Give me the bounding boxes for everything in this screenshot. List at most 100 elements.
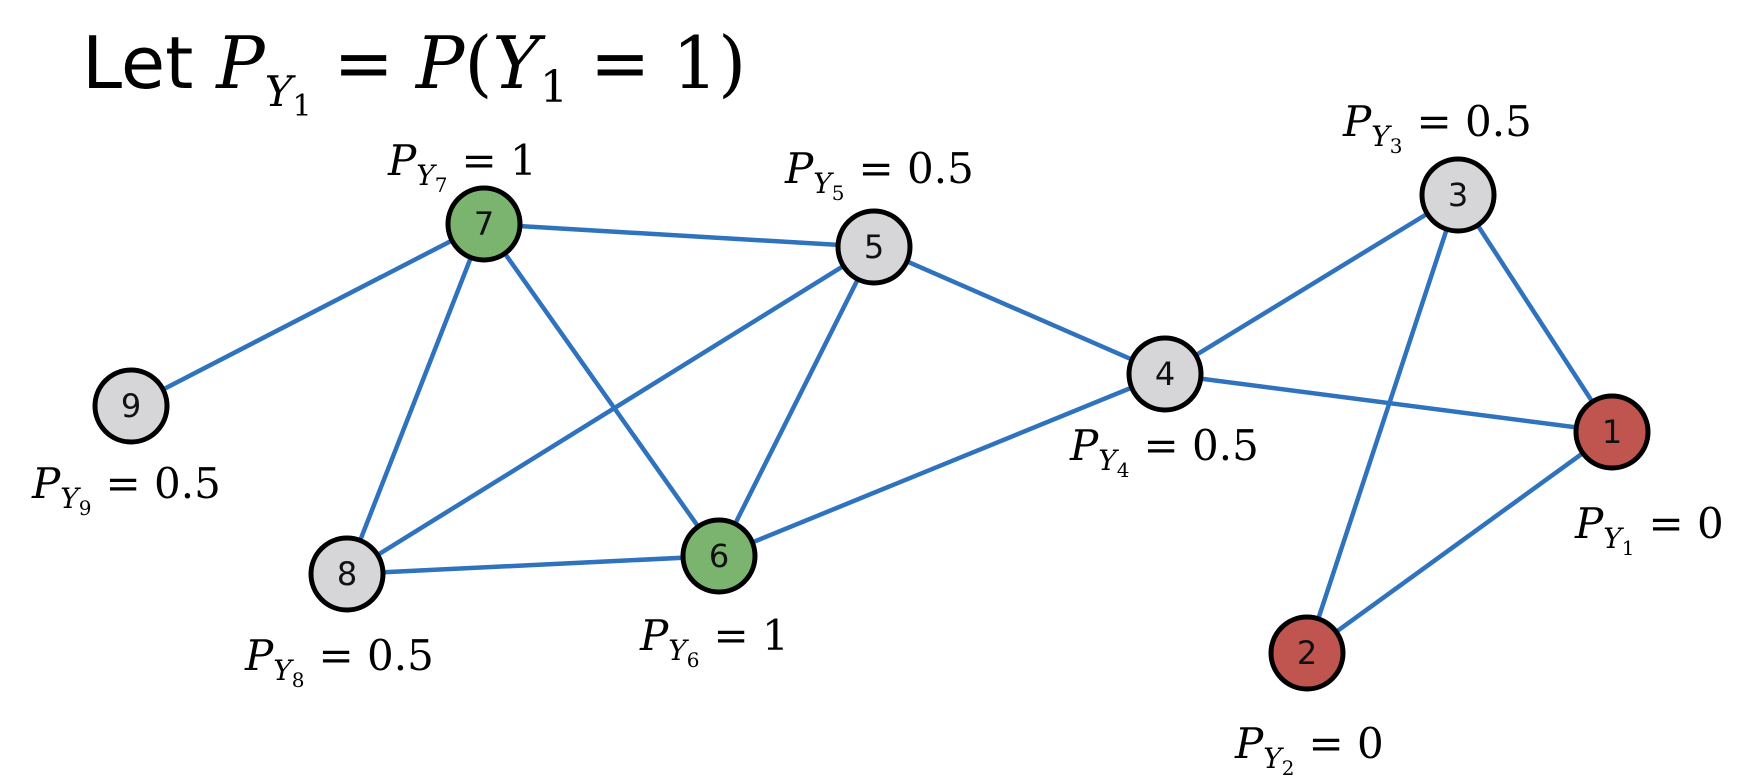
edge-7-8 xyxy=(344,221,487,577)
node-label-value-8: = 0.5 xyxy=(318,631,433,680)
node-number-9: 9 xyxy=(121,387,141,425)
node-circle-3 xyxy=(1419,156,1497,234)
title-lhs-sub: Y xyxy=(265,67,297,116)
node-circle-4 xyxy=(1126,335,1204,413)
title-rhs-open: ( xyxy=(464,21,492,105)
node-label-symbol-5: P xyxy=(784,144,814,193)
node-label-subsub-7: 7 xyxy=(435,173,448,197)
node-label-symbol-7: P xyxy=(387,136,417,185)
node-number-2: 2 xyxy=(1297,634,1317,672)
title-rhs-func: P xyxy=(414,21,466,105)
edge-4-3 xyxy=(1162,192,1461,377)
node-number-4: 4 xyxy=(1155,355,1175,393)
node-circle-7 xyxy=(445,185,523,263)
edge-7-6 xyxy=(481,221,722,559)
node-label-sub-8: Y xyxy=(273,654,294,687)
node-3: 3 xyxy=(1419,156,1497,234)
node-6: 6 xyxy=(680,517,758,595)
node-label-symbol-2: P xyxy=(1234,719,1264,768)
node-4: 4 xyxy=(1126,335,1204,413)
node-label-symbol-6: P xyxy=(639,611,669,660)
node-label-subsub-9: 9 xyxy=(79,496,92,520)
node-number-6: 6 xyxy=(709,537,729,575)
svg-text:Let PY1=P(Y1=1): Let PY1=P(Y1=1) xyxy=(82,21,746,124)
node-circle-5 xyxy=(835,208,913,286)
node-label-symbol-4: P xyxy=(1069,421,1099,470)
node-label-value-1: = 0 xyxy=(1648,499,1723,548)
edges xyxy=(128,192,1615,656)
node-label-8: PY8 = 0.5 xyxy=(244,631,434,692)
node-label-subsub-2: 2 xyxy=(1282,756,1295,780)
edge-8-6 xyxy=(344,553,722,577)
title-lhs-subsub: 1 xyxy=(292,89,311,124)
edge-3-1 xyxy=(1455,192,1615,435)
title-rhs-equals: = xyxy=(590,21,650,105)
title-rhs-var-sub: 1 xyxy=(540,62,568,113)
node-label-value-3: = 0.5 xyxy=(1416,97,1531,146)
node-label-subsub-1: 1 xyxy=(1622,536,1635,560)
edge-1-2 xyxy=(1304,429,1615,656)
edge-5-6 xyxy=(716,244,877,559)
node-label-sub-7: Y xyxy=(416,159,437,192)
node-label-2: PY2= 0 xyxy=(1234,719,1384,780)
node-label-symbol-1: P xyxy=(1574,499,1604,548)
node-circle-9 xyxy=(92,367,170,445)
edge-5-4 xyxy=(871,244,1168,377)
node-label-7: PY7 = 1 xyxy=(387,136,537,197)
node-label-symbol-8: P xyxy=(244,631,274,680)
edge-6-4 xyxy=(716,371,1168,559)
node-7: 7 xyxy=(445,185,523,263)
node-label-subsub-8: 8 xyxy=(292,668,305,692)
node-label-subsub-3: 3 xyxy=(1390,134,1403,158)
node-label-sub-3: Y xyxy=(1371,120,1392,153)
title-lhs-symbol: P xyxy=(214,21,266,105)
node-label-value-7: = 1 xyxy=(461,136,536,185)
node-5: 5 xyxy=(835,208,913,286)
title-prefix: Let xyxy=(82,21,216,105)
node-label-sub-1: Y xyxy=(1603,522,1624,555)
node-label-symbol-3: P xyxy=(1342,97,1372,146)
title-rhs-var: Y xyxy=(492,21,546,105)
node-circle-6 xyxy=(680,517,758,595)
node-label-sub-5: Y xyxy=(813,167,834,200)
node-number-5: 5 xyxy=(864,228,884,266)
node-label-sub-2: Y xyxy=(1263,742,1284,775)
node-number-1: 1 xyxy=(1602,413,1622,451)
node-label-5: PY5 = 0.5 xyxy=(784,144,974,205)
node-label-1: PY1 = 0 xyxy=(1574,499,1724,560)
node-label-sub-6: Y xyxy=(668,634,689,667)
node-label-subsub-4: 4 xyxy=(1117,458,1130,482)
edge-7-5 xyxy=(481,221,877,250)
node-label-4: PY4 = 0.5 xyxy=(1069,421,1259,482)
node-number-3: 3 xyxy=(1448,176,1468,214)
node-label-value-4: = 0.5 xyxy=(1143,421,1258,470)
node-9: 9 xyxy=(92,367,170,445)
node-label-sub-4: Y xyxy=(1098,444,1119,477)
node-label-subsub-5: 5 xyxy=(832,181,845,205)
node-label-3: PY3 = 0.5 xyxy=(1342,97,1532,158)
node-label-value-5: = 0.5 xyxy=(858,144,973,193)
nodes: 1 2 3 4 5 6 7 8 9 xyxy=(92,156,1651,692)
node-circle-8 xyxy=(308,535,386,613)
node-label-6: PY6 = 1 xyxy=(639,611,789,672)
edge-9-7 xyxy=(128,221,487,409)
node-label-9: PY9= 0.5 xyxy=(31,459,221,520)
node-8: 8 xyxy=(308,535,386,613)
node-2: 2 xyxy=(1268,614,1346,692)
node-circle-2 xyxy=(1268,614,1346,692)
title-equals: = xyxy=(334,21,394,105)
node-label-value-6: = 1 xyxy=(713,611,788,660)
title: Let PY1=P(Y1=1) xyxy=(82,21,746,124)
node-label-value-9: = 0.5 xyxy=(105,459,220,508)
node-label-symbol-9: P xyxy=(31,459,61,508)
title-rhs-close: ) xyxy=(718,21,746,105)
edge-5-8 xyxy=(344,244,877,577)
title-rhs-value: 1 xyxy=(672,21,718,105)
node-number-7: 7 xyxy=(474,205,494,243)
node-number-8: 8 xyxy=(337,555,357,593)
node-circle-1 xyxy=(1573,393,1651,471)
node-1: 1 xyxy=(1573,393,1651,471)
node-label-subsub-6: 6 xyxy=(687,648,700,672)
